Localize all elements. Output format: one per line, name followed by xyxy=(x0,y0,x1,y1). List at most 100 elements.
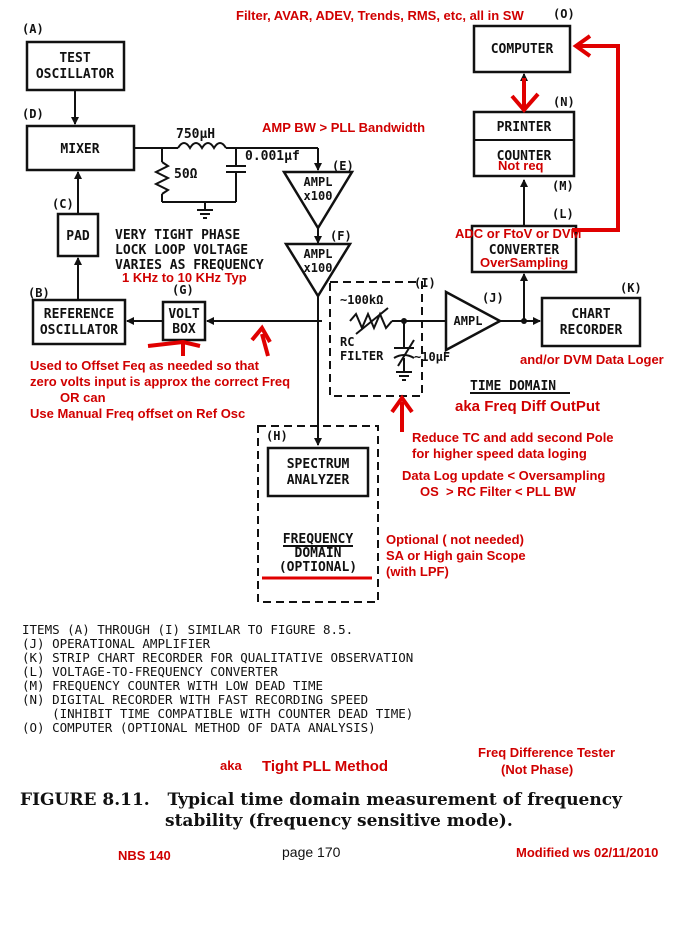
block-o-id: (O) xyxy=(553,7,575,21)
block-b-line1: REFERENCE xyxy=(44,307,114,322)
annotation-page: page 170 xyxy=(282,844,341,860)
block-a-id: (A) xyxy=(22,22,44,36)
annotation-dvm-logger: and/or DVM Data Loger xyxy=(520,352,664,367)
amp-f-line2: x100 xyxy=(304,261,333,275)
block-n-line2: COUNTER xyxy=(497,149,552,164)
rc-filter-line2: FILTER xyxy=(340,349,384,363)
inductor-label: 750μH xyxy=(176,127,215,142)
annotation-data-log-1: Data Log update < Oversampling xyxy=(402,468,605,483)
block-g-line1: VOLT xyxy=(168,307,199,322)
pll-text-2: LOCK LOOP VOLTAGE xyxy=(115,243,248,258)
legend-line-5: (M) FREQUENCY COUNTER WITH LOW DEAD TIME xyxy=(22,678,323,693)
amplifier-f: (F) AMPL x100 xyxy=(283,229,353,299)
annotation-optional-2: SA or High gain Scope xyxy=(386,548,526,563)
block-b-line2: OSCILLATOR xyxy=(40,323,118,338)
legend-line-6: (N) DIGITAL RECORDER WITH FAST RECORDING… xyxy=(22,692,368,707)
legend-line-7: (INHIBIT TIME COMPATIBLE WITH COUNTER DE… xyxy=(22,706,413,721)
block-k-line1: CHART xyxy=(571,307,610,322)
block-d-label: MIXER xyxy=(60,142,99,157)
block-spectrum-analyzer: (H) SPECTRUM ANALYZER FREQUENCY DOMAIN (… xyxy=(257,425,379,603)
legend-line-3: (K) STRIP CHART RECORDER FOR QUALITATIVE… xyxy=(22,650,413,665)
resistor-label: 50Ω xyxy=(174,167,198,182)
block-computer: (O) COMPUTER xyxy=(472,7,575,74)
block-k-line2: RECORDER xyxy=(560,323,623,338)
annotation-khz: 1 KHz to 10 KHz Typ xyxy=(122,270,247,285)
block-n-id: (N) xyxy=(553,95,575,109)
block-h-id: (H) xyxy=(266,429,288,443)
block-rc-filter: (I) ~100kΩ RC FILTER ~10μF xyxy=(329,276,450,397)
block-m-id: (M) xyxy=(552,179,574,193)
legend-line-1: ITEMS (A) THROUGH (I) SIMILAR TO FIGURE … xyxy=(22,622,353,637)
annotation-nbs: NBS 140 xyxy=(118,848,171,863)
legend-line-2: (J) OPERATIONAL AMPLIFIER xyxy=(22,636,211,651)
block-g-line2: BOX xyxy=(172,322,196,337)
block-l-id: (L) xyxy=(552,207,574,221)
legend-line-8: (O) COMPUTER (OPTIONAL METHOD OF DATA AN… xyxy=(22,720,376,735)
amp-j-label: AMPL xyxy=(454,314,483,328)
block-k-id: (K) xyxy=(620,281,642,295)
annotation-freq-tester-2: (Not Phase) xyxy=(501,762,573,777)
annotation-reduce-tc-2: for higher speed data loging xyxy=(412,446,587,461)
annotation-modified: Modified ws 02/11/2010 xyxy=(516,845,658,860)
block-n-line1: PRINTER xyxy=(497,120,552,135)
rc-filter-line1: RC xyxy=(340,335,354,349)
legend: ITEMS (A) THROUGH (I) SIMILAR TO FIGURE … xyxy=(22,622,413,735)
annotation-adc: ADC or FtoV or DVM xyxy=(455,226,581,241)
freq-domain-line1: FREQUENCY xyxy=(283,532,354,547)
block-i-id: (I) xyxy=(414,276,436,290)
annotation-amp-bw: AMP BW > PLL Bandwidth xyxy=(262,120,425,135)
block-h-line2: ANALYZER xyxy=(287,473,350,488)
rc-cap-label: ~10μF xyxy=(414,350,450,364)
annotation-reduce-tc-1: Reduce TC and add second Pole xyxy=(412,430,614,445)
annotation-not-req: Not req xyxy=(498,158,544,173)
amp-j-id: (J) xyxy=(482,291,504,305)
block-g-id: (G) xyxy=(172,283,194,297)
amp-f-line1: AMPL xyxy=(304,247,333,261)
figure-caption-line2: stability (frequency sensitive mode). xyxy=(165,811,513,831)
amp-e-line2: x100 xyxy=(304,189,333,203)
block-a-line1: TEST xyxy=(59,51,90,66)
block-chart-recorder: (K) CHART RECORDER xyxy=(540,281,642,348)
freq-domain-line3: (OPTIONAL) xyxy=(279,560,357,575)
annotation-top: Filter, AVAR, ADEV, Trends, RMS, etc, al… xyxy=(236,8,524,23)
red-arrows xyxy=(147,34,620,432)
figure-caption-line1: FIGURE 8.11. Typical time domain measure… xyxy=(20,790,623,810)
annotation-aka: aka xyxy=(220,758,242,773)
annotation-freq-diff: aka Freq Diff OutPut xyxy=(455,398,600,415)
block-l-label: CONVERTER xyxy=(489,243,560,258)
annotation-tight-pll: Tight PLL Method xyxy=(262,758,388,775)
amplifier-e: (E) AMPL x100 xyxy=(281,159,355,231)
block-h-line1: SPECTRUM xyxy=(287,457,350,472)
amp-e-id: (E) xyxy=(332,159,354,173)
block-mixer: (D) MIXER xyxy=(22,107,136,172)
pll-text-3: VARIES AS FREQUENCY xyxy=(115,258,264,273)
block-reference-oscillator: (B) REFERENCE OSCILLATOR xyxy=(28,286,127,346)
annotation-offset-3: OR can xyxy=(60,390,106,405)
annotation-optional-3: (with LPF) xyxy=(386,564,449,579)
pll-text-1: VERY TIGHT PHASE xyxy=(115,228,240,243)
annotation-oversampling: OverSampling xyxy=(480,255,568,270)
amplifier-j: (J) AMPL xyxy=(444,289,504,353)
legend-line-4: (L) VOLTAGE-TO-FREQUENCY CONVERTER xyxy=(22,664,278,679)
block-test-oscillator: (A) TEST OSCILLATOR xyxy=(22,22,126,92)
rc-resistor-label: ~100kΩ xyxy=(340,293,383,307)
block-o-label: COMPUTER xyxy=(491,42,554,57)
mixer-output-network: 750μH 50Ω 0.001μf xyxy=(134,127,322,219)
block-b-id: (B) xyxy=(28,286,50,300)
time-domain-label: TIME DOMAIN xyxy=(470,379,556,394)
amp-e-line1: AMPL xyxy=(304,175,333,189)
annotation-offset-2: zero volts input is approx the correct F… xyxy=(30,374,290,389)
block-d-id: (D) xyxy=(22,107,44,121)
block-volt-box: (G) VOLT BOX xyxy=(161,283,207,342)
block-pad: (C) PAD xyxy=(52,197,100,258)
block-c-label: PAD xyxy=(66,229,90,244)
red-annotations: Filter, AVAR, ADEV, Trends, RMS, etc, al… xyxy=(30,8,664,863)
capacitor-label: 0.001μf xyxy=(245,149,300,164)
annotation-freq-tester-1: Freq Difference Tester xyxy=(478,745,615,760)
block-printer-counter: (N) PRINTER COUNTER xyxy=(472,95,576,178)
annotation-offset-4: Use Manual Freq offset on Ref Osc xyxy=(30,406,245,421)
pll-description: VERY TIGHT PHASE LOCK LOOP VOLTAGE VARIE… xyxy=(115,228,264,273)
block-a-line2: OSCILLATOR xyxy=(36,67,114,82)
block-c-id: (C) xyxy=(52,197,74,211)
